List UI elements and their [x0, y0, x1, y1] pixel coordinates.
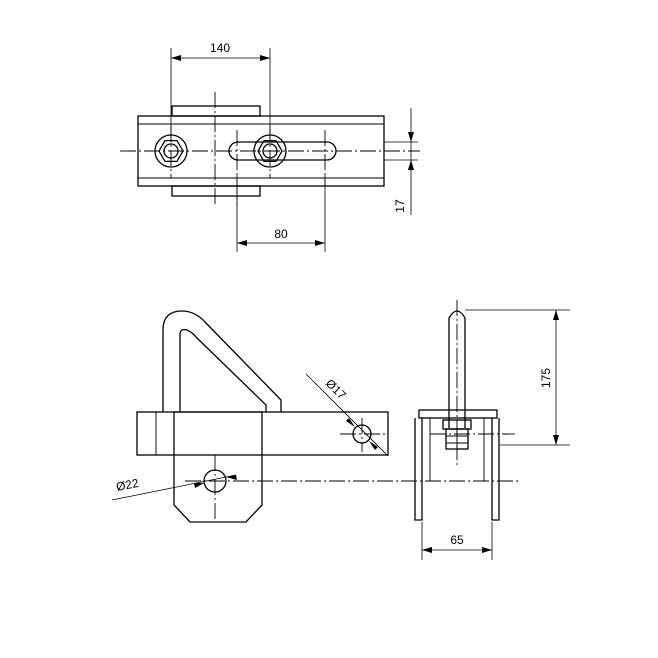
side-bracket-top	[418, 409, 498, 419]
top-view: 140 80 17	[120, 41, 420, 252]
dim-80-label: 80	[274, 227, 288, 241]
dim-140-label: 140	[210, 41, 230, 55]
dim-17-label: 17	[393, 199, 407, 213]
dim-65-label: 65	[450, 533, 464, 547]
dim-dia17: Ø17	[305, 373, 389, 457]
front-plate	[173, 411, 263, 523]
side-view: 175 65	[414, 300, 570, 560]
dim-17: 17	[384, 108, 418, 215]
handle-inner	[179, 328, 267, 412]
handle-outer	[162, 310, 282, 412]
dim-dia22: Ø22	[111, 474, 237, 501]
dim-175-label: 175	[539, 368, 553, 388]
front-view: Ø17 Ø22	[111, 310, 520, 523]
dim-65: 65	[421, 522, 493, 560]
dim-dia17-label: Ø17	[323, 376, 349, 402]
dim-dia22-label: Ø22	[115, 476, 140, 494]
top-flange-upper	[171, 105, 261, 117]
top-flange-lower	[171, 185, 261, 197]
dim-175: 175	[465, 309, 570, 446]
dim-140: 140	[170, 41, 271, 140]
dim-80: 80	[236, 175, 326, 252]
